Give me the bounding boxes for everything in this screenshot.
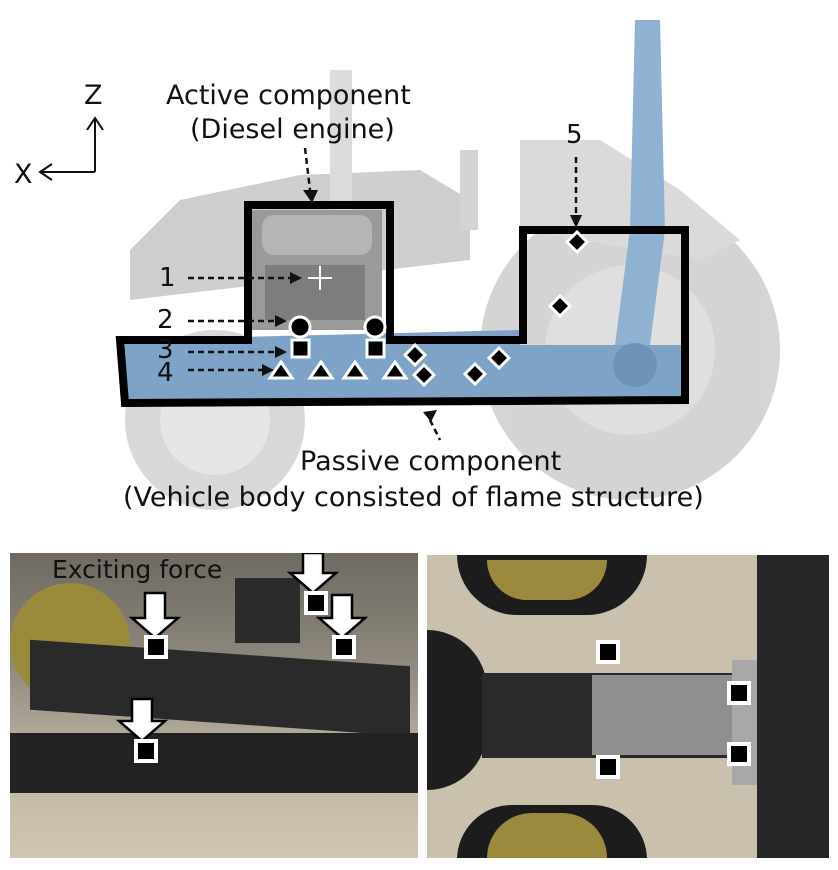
x-axis-label: X xyxy=(14,159,33,190)
excitation-point-marker xyxy=(727,681,751,705)
engine-image xyxy=(252,210,382,330)
excitation-point-marker xyxy=(134,739,158,763)
point-label-3: 3 xyxy=(157,335,174,365)
marker-5-diamonds xyxy=(402,229,590,388)
excitation-point-marker xyxy=(304,591,328,615)
photo-underside-frame xyxy=(427,555,829,858)
excitation-point-marker xyxy=(727,742,751,766)
point-label-4: 4 xyxy=(157,358,174,388)
marker-2-circles xyxy=(288,315,387,339)
excitation-point-marker xyxy=(596,640,620,664)
photo-side-frame: Exciting force xyxy=(10,553,418,858)
excitation-point-marker xyxy=(332,635,356,659)
front-tire xyxy=(427,630,487,790)
component-outline xyxy=(115,201,689,408)
frame-rail-lower xyxy=(10,733,418,793)
point-label-2: 2 xyxy=(157,305,174,335)
axis-indicator xyxy=(38,116,104,181)
exciting-force-label: Exciting force xyxy=(52,555,223,584)
leader-arrowheads xyxy=(262,190,582,422)
rear-section xyxy=(757,555,829,858)
tractor-diagram xyxy=(38,20,780,510)
wheel-hub-bottom xyxy=(487,813,607,858)
z-axis-label: Z xyxy=(84,80,103,111)
excitation-point-marker xyxy=(144,635,168,659)
force-arrows xyxy=(115,553,369,743)
point-label-1: 1 xyxy=(159,263,176,293)
active-component-subtitle: (Diesel engine) xyxy=(190,114,395,145)
control-box xyxy=(235,578,300,643)
leader-lines xyxy=(188,147,578,441)
wheel-hub-top xyxy=(487,560,607,600)
marker-4-triangles xyxy=(267,359,409,380)
active-component-title: Active component xyxy=(166,80,411,111)
vehicle-frame xyxy=(120,20,685,400)
passive-component-title: Passive component xyxy=(300,446,562,477)
excitation-point-marker xyxy=(596,755,620,779)
passive-component-subtitle: (Vehicle body consisted of flame structu… xyxy=(123,482,704,513)
marker-1-cross xyxy=(308,266,332,290)
point-label-5: 5 xyxy=(566,120,583,150)
marker-3-squares xyxy=(290,338,386,359)
